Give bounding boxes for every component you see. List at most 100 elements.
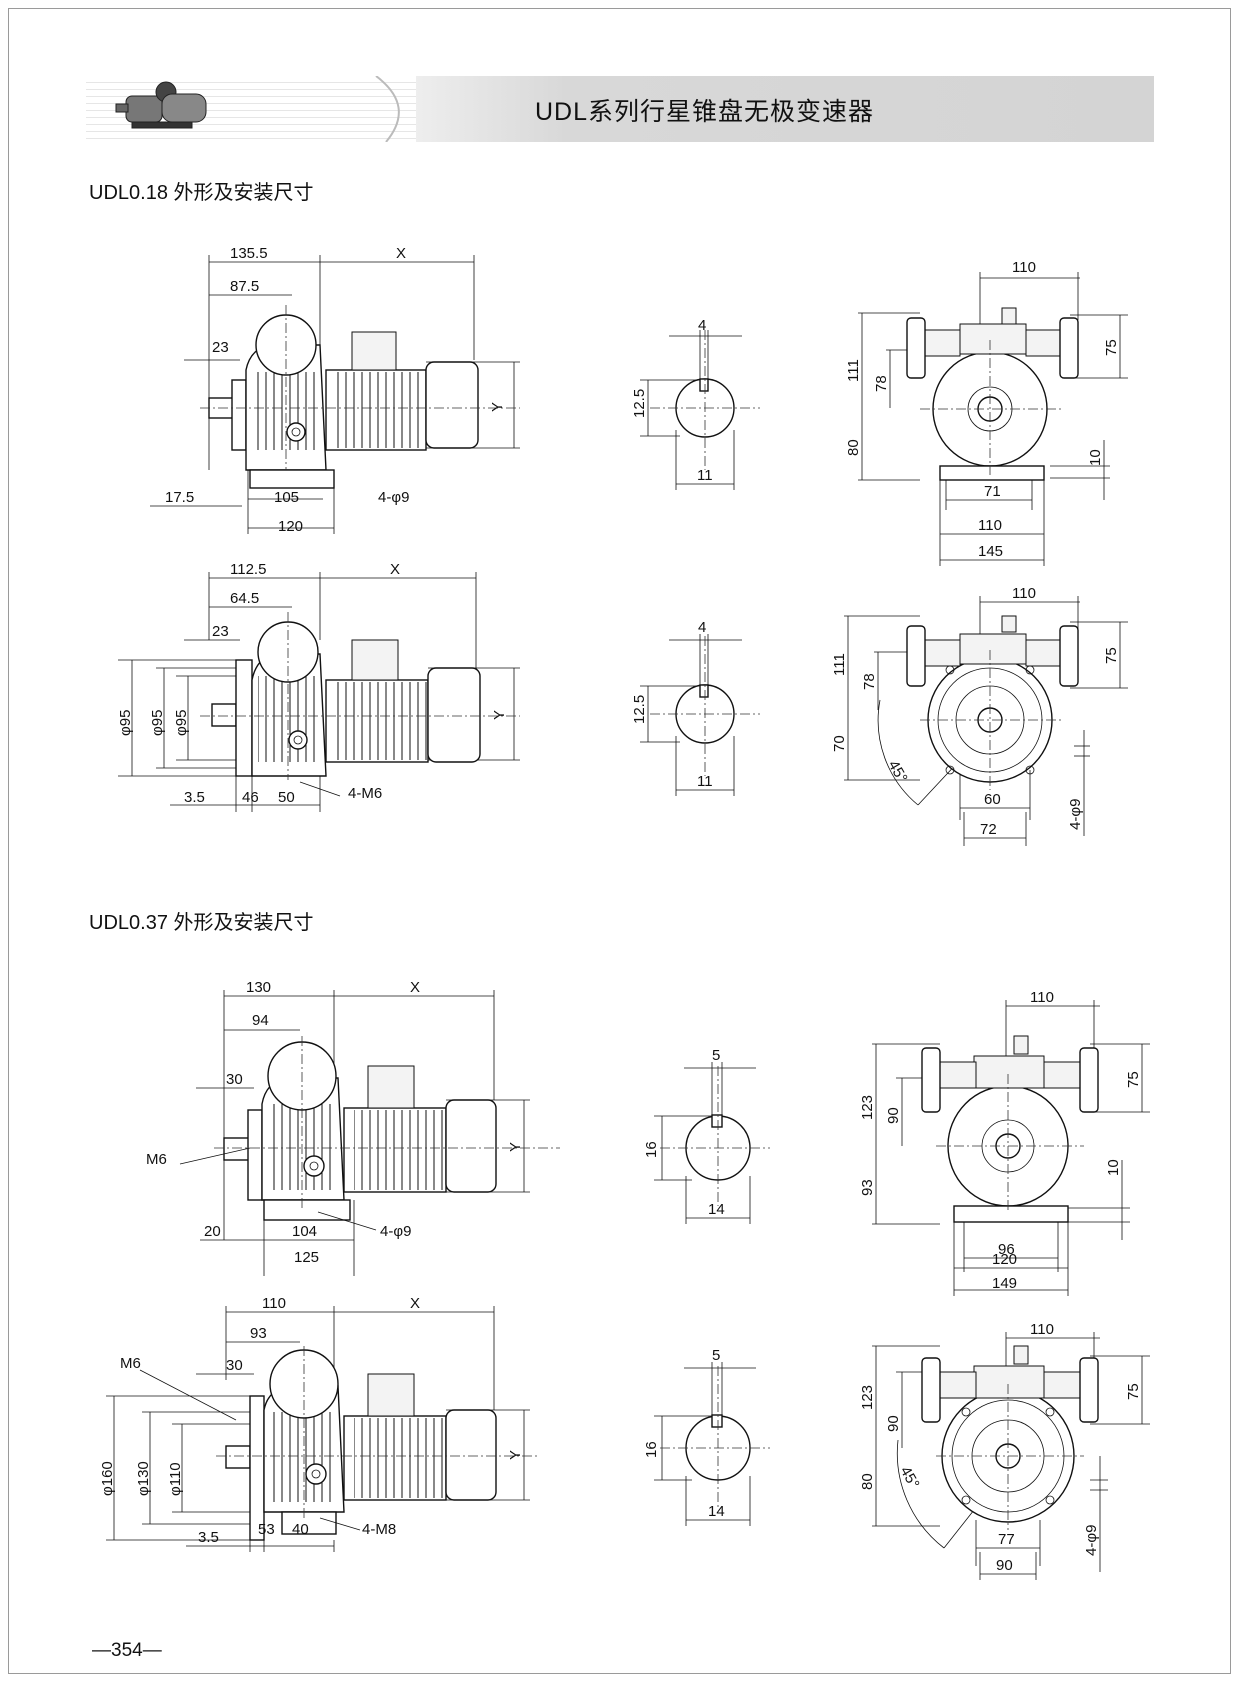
dim-text: 16 [643, 1141, 660, 1158]
dim-text: 53 [258, 1521, 275, 1538]
dim-text: 90 [996, 1557, 1013, 1574]
dim-text: 111 [831, 653, 848, 676]
dim-text: 12.5 [631, 695, 648, 724]
dim-text: 60 [984, 791, 1001, 808]
dim-text: 50 [278, 789, 295, 806]
dim-text: 10 [1087, 449, 1104, 466]
dim-text: Y [507, 1450, 524, 1460]
dim-text: φ110 [167, 1462, 184, 1496]
dim-text: Y [491, 710, 508, 720]
dim-text: 96 [998, 1241, 1015, 1258]
dim-text: 4-φ9 [380, 1223, 411, 1240]
dim-text: 75 [1125, 1383, 1142, 1400]
dim-text: X [410, 1295, 420, 1312]
udl018-foot-side-view: 135.5 87.5 23 X Y 17.5 105 120 4-φ9 [150, 245, 520, 535]
dim-text: 110 [1012, 259, 1036, 276]
dim-text: 77 [998, 1531, 1015, 1548]
dim-text: 14 [708, 1201, 725, 1218]
dim-text: 75 [1125, 1071, 1142, 1088]
section-title-udl018: UDL0.18 外形及安装尺寸 [89, 182, 314, 204]
dim-text: 130 [246, 979, 271, 996]
gearbox-logo-icon [115, 75, 400, 143]
dim-text: Y [507, 1142, 524, 1152]
dim-text: φ95 [117, 710, 134, 736]
dim-text: 78 [861, 673, 878, 690]
dim-text: 45° [897, 1464, 923, 1492]
dim-text: 23 [212, 623, 229, 640]
dim-text: 123 [859, 1385, 876, 1410]
section-title-udl037: UDL0.37 外形及安装尺寸 [89, 912, 314, 934]
dim-text: 125 [294, 1249, 319, 1266]
dim-text: 75 [1103, 647, 1120, 664]
page-number: —354— [92, 1640, 162, 1661]
dim-text: 14 [708, 1503, 725, 1520]
udl037-foot-side-view: 130 94 30 X Y M6 20 104 125 4-φ9 [146, 979, 560, 1276]
dim-text: 70 [831, 735, 848, 752]
dim-text: 149 [992, 1275, 1017, 1292]
dim-text: 93 [859, 1179, 876, 1196]
page-title: UDL系列行星锥盘无极变速器 [534, 98, 874, 126]
dim-text: 3.5 [184, 789, 205, 806]
dim-text: 4-φ9 [1067, 799, 1084, 830]
page-header: UDL系列行星锥盘无极变速器 [86, 75, 1154, 143]
udl018-flange-side-view: 112.5 64.5 23 X Y φ95 φ95 φ95 3.5 46 50 … [117, 561, 520, 812]
dim-text: X [410, 979, 420, 996]
dim-text: 20 [204, 1223, 221, 1240]
udl018-shaft-section-b: 4 12.5 11 [631, 619, 760, 796]
dim-text: 110 [1030, 1321, 1054, 1338]
dim-text: 17.5 [165, 489, 194, 506]
dim-text: 90 [885, 1107, 902, 1124]
dim-text: 145 [978, 543, 1003, 560]
dim-text: 46 [242, 789, 259, 806]
dim-text: 135.5 [230, 245, 268, 262]
dim-text: 110 [1030, 989, 1054, 1006]
dim-text: φ130 [135, 1461, 152, 1496]
dim-text: 120 [278, 518, 303, 535]
udl018-flange-end-view: 110 111 78 75 70 45° 60 72 4-φ9 [831, 585, 1128, 846]
udl018-shaft-section-a: 4 12.5 11 [631, 317, 760, 490]
header-logo-area [86, 75, 416, 143]
dim-text: 110 [978, 517, 1002, 534]
dim-text: 80 [859, 1473, 876, 1490]
dim-text: 110 [262, 1295, 286, 1312]
dim-text: 64.5 [230, 590, 259, 607]
dim-text: φ95 [173, 710, 190, 736]
dim-text: 12.5 [631, 389, 648, 418]
dim-text: M6 [146, 1151, 167, 1168]
dim-text: 120 [992, 1251, 1017, 1268]
dim-text: 3.5 [198, 1529, 219, 1546]
dim-text: 105 [274, 489, 299, 506]
dim-text: 111 [845, 359, 862, 382]
dim-text: 11 [697, 773, 713, 790]
dim-text: 45° [885, 758, 911, 786]
dim-text: 90 [885, 1415, 902, 1432]
udl037-shaft-section-a: 5 16 14 [643, 1047, 770, 1224]
dim-text: 71 [984, 483, 1001, 500]
dim-text: 4-φ9 [378, 489, 409, 506]
dim-text: 123 [859, 1095, 876, 1120]
dim-text: 4-M6 [348, 785, 382, 802]
udl037-shaft-section-b: 5 16 14 [643, 1347, 770, 1526]
dim-text: 16 [643, 1441, 660, 1458]
dim-text: 94 [252, 1012, 269, 1029]
udl037-foot-end-view: 110 123 90 75 93 10 96 120 149 [859, 989, 1150, 1296]
dim-text: 75 [1103, 339, 1120, 356]
dim-text: X [390, 561, 400, 578]
dim-text: 30 [226, 1357, 243, 1374]
udl037-flange-end-view: 110 123 90 75 80 45° 77 90 4-φ9 [859, 1321, 1150, 1580]
dim-text: 93 [250, 1325, 267, 1342]
dim-text: 4-M8 [362, 1521, 396, 1538]
dim-text: 5 [712, 1047, 720, 1064]
dim-text: 4 [698, 317, 706, 334]
dim-text: X [396, 245, 406, 262]
dim-text: φ160 [99, 1461, 116, 1496]
dim-text: 10 [1105, 1159, 1122, 1176]
dim-text: M6 [120, 1355, 141, 1372]
dim-text: 40 [292, 1521, 309, 1538]
dim-text: φ95 [149, 710, 166, 736]
dim-text: Y [489, 402, 506, 412]
dim-text: 11 [697, 467, 713, 484]
dim-text: 110 [1012, 585, 1036, 602]
dim-text: 78 [873, 375, 890, 392]
